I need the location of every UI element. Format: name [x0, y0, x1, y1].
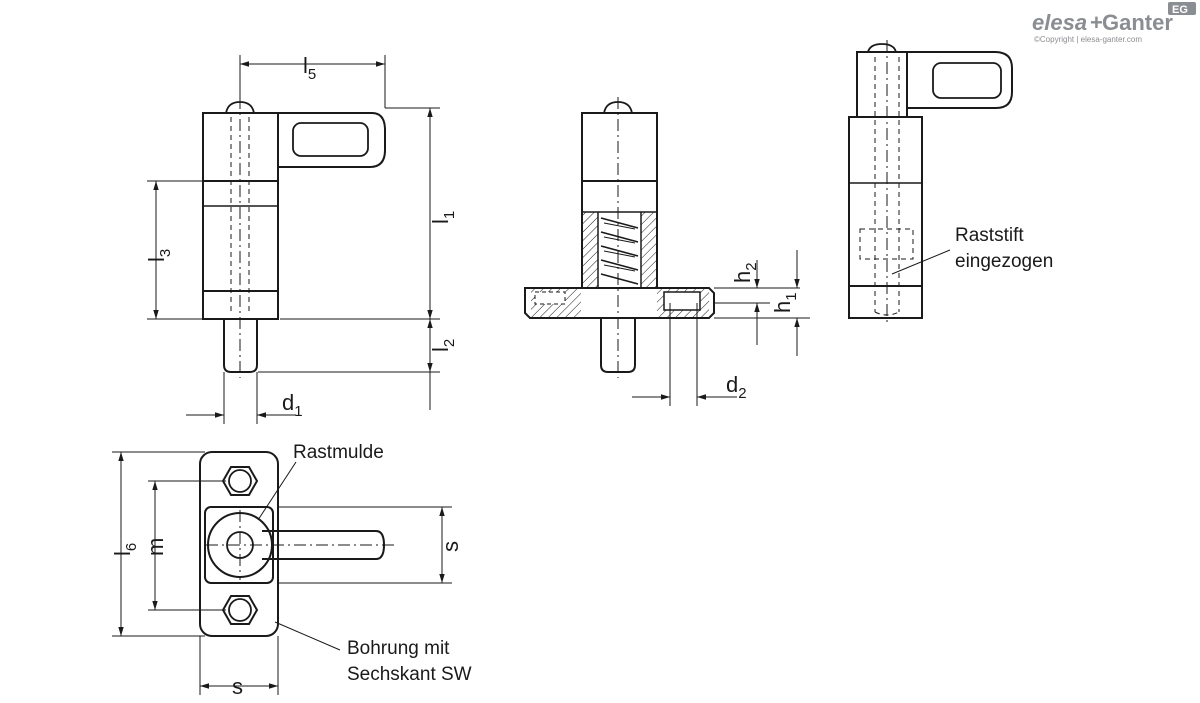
- logo-elesa: elesa: [1032, 10, 1087, 35]
- side-base: [848, 285, 923, 319]
- dim-l3: l3: [144, 249, 174, 262]
- label-bohrung: Bohrung mit: [347, 638, 450, 659]
- dim-s-bottom: s: [232, 674, 243, 699]
- dim-h1: h1: [770, 292, 800, 313]
- logo-badge: EG: [1172, 4, 1188, 16]
- front-lever-slot: [292, 122, 369, 157]
- side-body: [848, 116, 923, 287]
- top-base-plate: [199, 451, 279, 637]
- raststift-leader: [891, 249, 951, 275]
- section-head: [581, 112, 658, 182]
- top-hex-upper: [221, 466, 259, 496]
- brand-logo: elesa + Ganter EG ©Copyright | elesa-gan…: [1032, 2, 1196, 44]
- logo-badge-bg: [1168, 2, 1196, 15]
- section-dimensions: [632, 250, 810, 406]
- label-eingezogen: eingezogen: [955, 251, 1053, 272]
- dim-h2: h2: [730, 262, 760, 283]
- front-lever: [270, 112, 386, 168]
- section-spring: [600, 217, 639, 285]
- logo-ganter: Ganter: [1102, 10, 1173, 35]
- section-flange: [524, 287, 715, 319]
- top-dimensions: [112, 249, 951, 695]
- front-view: [202, 97, 386, 378]
- dim-l5: l5: [303, 53, 316, 83]
- dim-s-right: s: [438, 541, 463, 552]
- dimension-labels: l5 l1 l3 l2 d1 d2 h2 h1 l6 m s s: [110, 53, 800, 699]
- side-hidden-pin: [859, 57, 914, 316]
- bohrung-leader: [274, 621, 341, 651]
- dim-d1: d1: [282, 390, 303, 420]
- side-view: [848, 40, 1013, 325]
- logo-copyright: ©Copyright | elesa-ganter.com: [1034, 35, 1142, 44]
- label-rastmulde: Rastmulde: [293, 442, 384, 463]
- dim-m: m: [143, 538, 168, 556]
- dim-l2: l2: [428, 339, 458, 352]
- section-view: [524, 97, 715, 378]
- logo-plus: +: [1090, 10, 1103, 35]
- annotation-labels: Raststift eingezogen Rastmulde Bohrung m…: [293, 225, 1053, 685]
- dim-l1: l1: [428, 211, 458, 224]
- top-view: [199, 451, 398, 637]
- side-lever: [907, 51, 1013, 109]
- side-knob: [867, 43, 897, 53]
- top-hex-lower: [221, 595, 259, 625]
- dim-d2: d2: [726, 372, 747, 402]
- front-dimensions: [147, 55, 440, 424]
- label-sechskant: Sechskant SW: [347, 664, 472, 685]
- label-raststift: Raststift: [955, 225, 1024, 246]
- rastmulde-leader: [257, 461, 297, 521]
- dim-l6: l6: [110, 543, 140, 556]
